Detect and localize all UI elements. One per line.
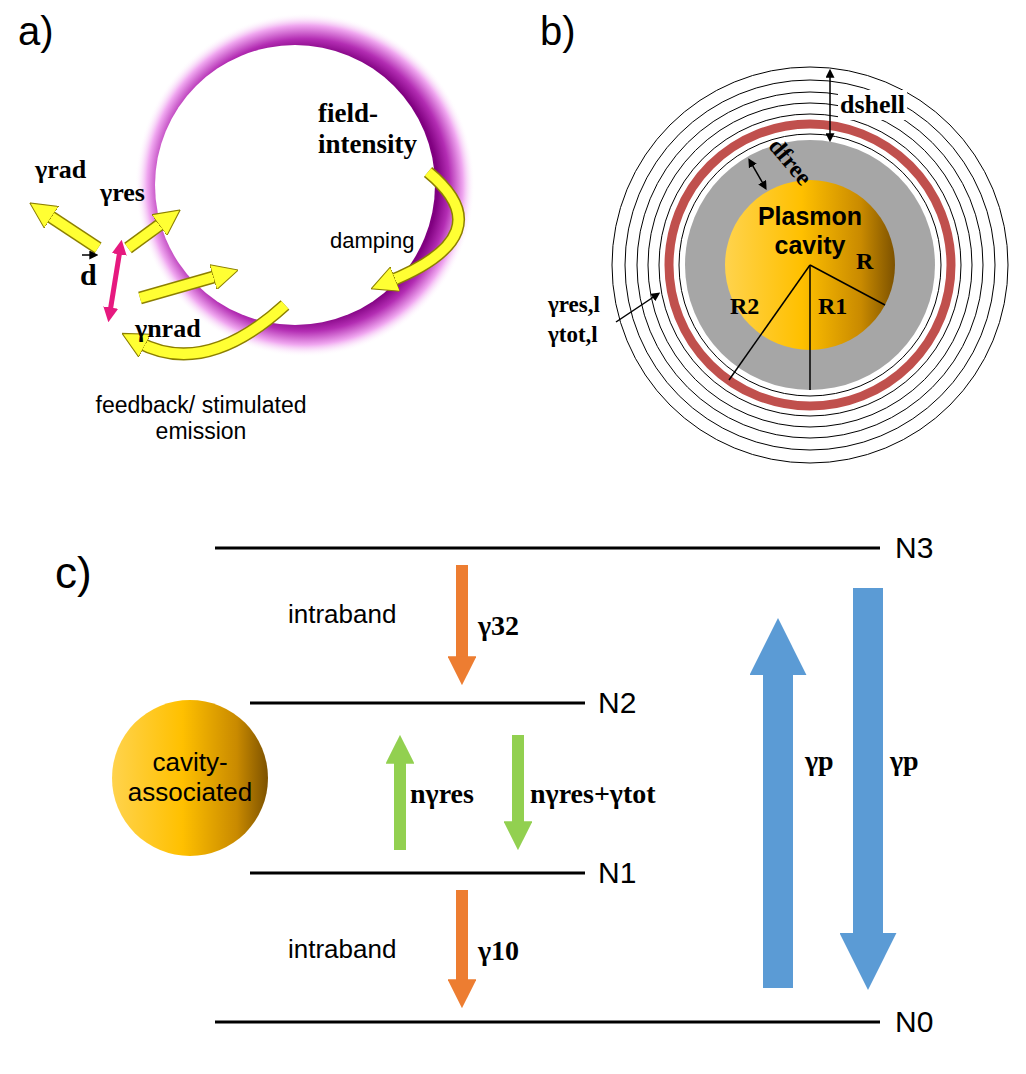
- nrad-arrow: [140, 275, 221, 298]
- label-text: γrad: [35, 155, 86, 185]
- label-text: R: [856, 248, 873, 276]
- radius-line: [809, 265, 811, 390]
- damping-arrow: [388, 172, 459, 282]
- damping-arrow-outline: [388, 172, 459, 282]
- dimension-arrow: [829, 75, 831, 136]
- dimension-arrow: [752, 164, 764, 185]
- field-ring: [135, 13, 475, 357]
- pointer-arrow: [616, 296, 655, 322]
- label-text: N1: [598, 856, 636, 891]
- absorption-arrow: [394, 755, 406, 850]
- node-circle: [112, 700, 268, 856]
- energy-level: [215, 547, 880, 550]
- label-text: N0: [895, 1005, 933, 1040]
- label-text: nγres+γtot: [530, 778, 656, 810]
- shell-circle: [612, 67, 1008, 463]
- label-text: feedback/ stimulated emission: [70, 392, 332, 445]
- shell-circle: [625, 80, 995, 450]
- shell-circle: [648, 103, 972, 427]
- label-text: intraband: [288, 935, 396, 965]
- active-shell: [669, 124, 951, 406]
- label-text: R1: [818, 293, 847, 321]
- rad-arrow-outline: [45, 213, 98, 248]
- pump-arrow: [853, 588, 883, 950]
- res-arrow: [128, 221, 166, 248]
- label-text: nγres: [410, 778, 474, 810]
- shell-circle: [637, 92, 983, 438]
- label-text: R2: [730, 293, 759, 321]
- label-text: γres,l: [548, 292, 600, 318]
- label-text: γres: [100, 178, 145, 208]
- emission-arrow: [512, 735, 524, 830]
- pump-arrow: [763, 658, 793, 988]
- energy-level: [250, 702, 585, 705]
- label-text: γ32: [478, 610, 519, 642]
- energy-level: [215, 1021, 880, 1024]
- label-text: intraband: [288, 600, 396, 630]
- label-text: dshell: [838, 90, 907, 120]
- circle-node: cavity-associated: [112, 700, 268, 856]
- label-text: a): [18, 8, 54, 54]
- node-text: field-intensity: [318, 98, 440, 160]
- res-arrow-outline: [128, 221, 166, 248]
- rad-arrow: [45, 213, 98, 248]
- label-text: c): [55, 548, 92, 599]
- label-text: γtot,l: [548, 322, 598, 348]
- intraband-arrow: [456, 890, 468, 988]
- label-text: γp: [890, 745, 919, 777]
- node-text: cavity-associated: [120, 748, 260, 808]
- nrad-arrow-outline: [140, 275, 221, 298]
- label-text: N3: [895, 531, 933, 566]
- label-text: γnrad: [135, 314, 201, 344]
- vector-arrow: [82, 254, 92, 256]
- label-text: γp: [805, 745, 834, 777]
- shell-circle: [659, 114, 961, 416]
- radius-line: [729, 265, 810, 380]
- label-text: d: [80, 258, 97, 293]
- label-text: γ10: [478, 935, 519, 967]
- label-text: damping: [330, 228, 414, 253]
- label-text: b): [540, 8, 576, 54]
- energy-level: [250, 872, 585, 875]
- label-text: N2: [598, 686, 636, 721]
- dipole-arrow: [110, 250, 120, 312]
- intraband-arrow: [456, 565, 468, 665]
